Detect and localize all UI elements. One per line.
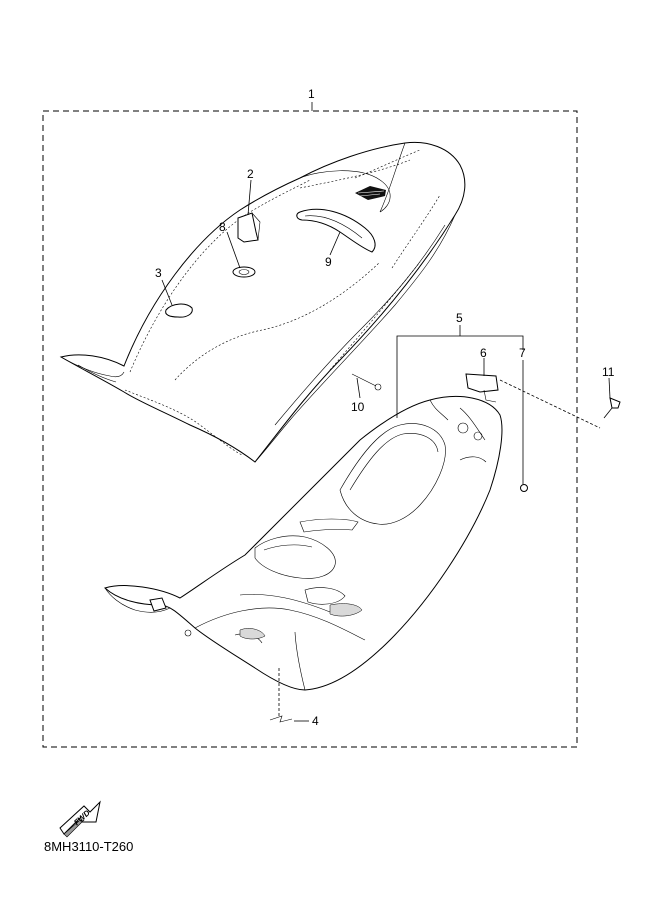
seat-base: [104, 395, 503, 691]
nut-part-7: [520, 484, 528, 492]
bolt-part-11: [603, 397, 621, 419]
callout-11: 11: [602, 365, 615, 379]
bracket-part-6: [465, 373, 499, 393]
callout-1: 1: [308, 87, 315, 101]
assembly-boundary: [42, 110, 578, 748]
callout-2: 2: [247, 167, 254, 181]
callout-3: 3: [155, 266, 162, 280]
diagram-code: 8MH3110-T260: [44, 839, 133, 854]
callout-10: 10: [351, 400, 365, 414]
callout-8: 8: [219, 220, 226, 234]
callout-6: 6: [480, 346, 487, 360]
clip-part-4: [269, 715, 293, 723]
fwd-arrow-icon: FWD: [59, 800, 101, 838]
callout-5: 5: [456, 311, 463, 325]
callout-9: 9: [325, 255, 332, 269]
callout-4: 4: [312, 714, 319, 728]
seat-assembly: [59, 141, 466, 463]
callout-7: 7: [519, 346, 526, 360]
